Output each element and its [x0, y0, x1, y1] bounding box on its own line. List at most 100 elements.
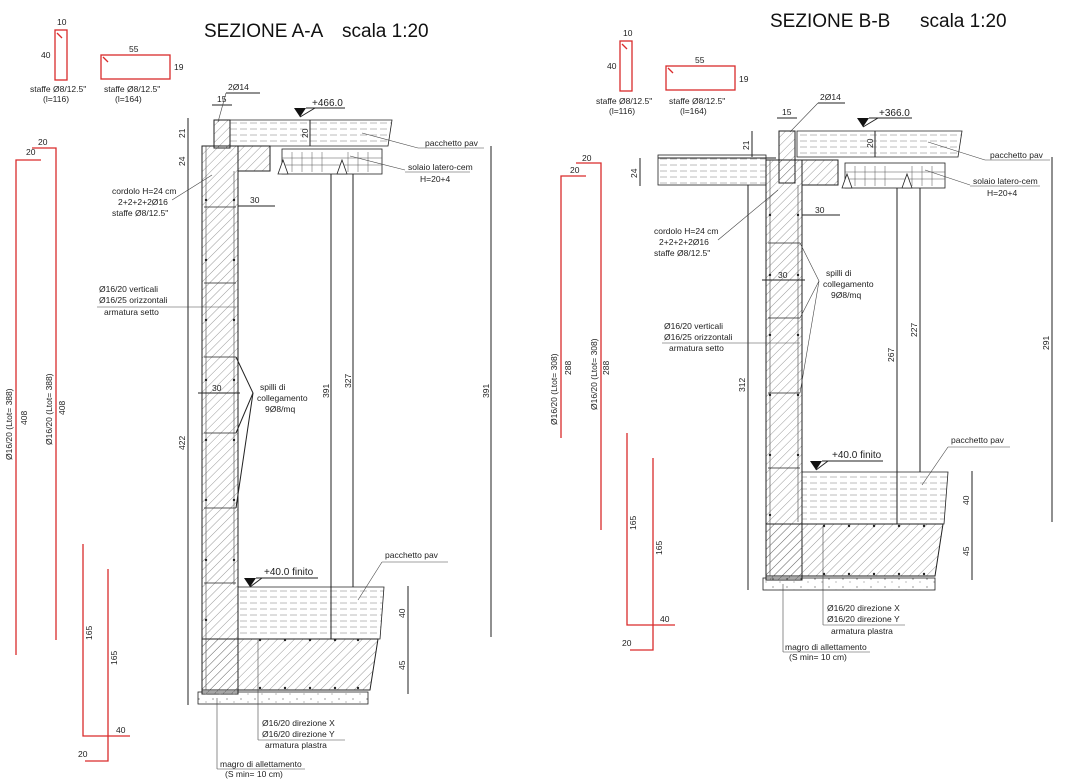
- annotation: cordolo H=24 cm: [112, 186, 177, 196]
- dim-label: 422: [177, 436, 187, 450]
- annotation: Ø16/20 direzione X: [262, 718, 335, 728]
- section-a-a: SEZIONE A-A scala 1:20 10 40 staffe Ø8/1…: [4, 17, 492, 779]
- dim-label: 55: [695, 55, 705, 65]
- dim-label: 10: [57, 17, 67, 27]
- dim-label: 227: [909, 323, 919, 337]
- annotation: H=20+4: [420, 174, 451, 184]
- annotation: magro di allettamento: [220, 759, 302, 769]
- bar-label: Ø16/20 (Ltot= 388): [4, 388, 14, 460]
- annotation: 9Ø8/mq: [265, 404, 296, 414]
- annotation: collegamento: [823, 279, 874, 289]
- annotation: 9Ø8/mq: [831, 290, 862, 300]
- level-top: +466.0: [312, 98, 343, 109]
- dim-label: 15: [782, 107, 792, 117]
- section-scale: scala 1:20: [342, 21, 429, 42]
- annotation: Ø16/25 orizzontali: [664, 332, 733, 342]
- rebar-bars: 20 20 Ø16/20 (Ltot= 388) 408 Ø16/20 (Lto…: [4, 137, 130, 762]
- dim-label: 165: [628, 516, 638, 530]
- dim-label: 20: [582, 153, 592, 163]
- section-scale: scala 1:20: [920, 11, 1007, 32]
- dim-label: 408: [57, 401, 67, 415]
- stirrup-small: 10 40 staffe Ø8/12.5" (l=116): [596, 28, 652, 116]
- dimensions: 15 2Ø14 21 24 20 30 30 312 267 227 291 4…: [629, 92, 1053, 590]
- dim-label: 391: [321, 384, 331, 398]
- annotation: Ø16/20 direzione Y: [262, 729, 335, 739]
- stirrup-label: staffe Ø8/12.5": [104, 84, 160, 94]
- dim-label: 30: [778, 270, 788, 280]
- dim-label: 55: [129, 44, 139, 54]
- dim-label: 30: [250, 195, 260, 205]
- level-bottom: +40.0 finito: [832, 450, 882, 461]
- annotation: Ø16/20 verticali: [99, 284, 158, 294]
- annotation: pacchetto pav: [385, 550, 439, 560]
- rebar-bars: 20 20 Ø16/20 (Ltot= 308) 288 Ø16/20 (Lto…: [549, 153, 675, 651]
- dim-label: 45: [397, 660, 407, 670]
- level-marker-icon: [857, 118, 869, 127]
- dim-label: 312: [737, 378, 747, 392]
- bars-label: 2Ø14: [228, 82, 249, 92]
- dim-label: 45: [961, 546, 971, 556]
- annotation: spilli di: [826, 268, 852, 278]
- dim-label: 327: [343, 374, 353, 388]
- stirrup-length: (l=116): [43, 94, 69, 104]
- annotation: spilli di: [260, 382, 286, 392]
- dim-label: 40: [397, 608, 407, 618]
- dim-label: 24: [177, 156, 187, 166]
- level-top: +366.0: [879, 108, 910, 119]
- dim-label: 19: [174, 62, 184, 72]
- dim-label: 30: [815, 205, 825, 215]
- annotations: pacchetto pav solaio latero-cem H=20+4 c…: [654, 141, 1050, 662]
- annotation: 2+2+2+2Ø16: [118, 197, 168, 207]
- dim-label: 165: [84, 626, 94, 640]
- dim-label: 20: [865, 138, 875, 148]
- annotation: (S min= 10 cm): [225, 769, 283, 779]
- stirrup-large: 55 19 staffe Ø8/12.5" (l=164): [665, 55, 749, 116]
- dimensions: 15 2Ø14 21 24 422 20 30 30 391 327 391 4…: [177, 82, 492, 705]
- annotation: armatura plastra: [265, 740, 327, 750]
- dim-label: 15: [217, 94, 227, 104]
- annotation: collegamento: [257, 393, 308, 403]
- level-marker-icon: [294, 108, 306, 117]
- dim-label: 20: [300, 128, 310, 138]
- annotation: pacchetto pav: [990, 150, 1044, 160]
- section-title: SEZIONE A-A: [204, 21, 324, 42]
- annotation: pacchetto pav: [951, 435, 1005, 445]
- section-b-b: SEZIONE B-B scala 1:20 10 40 staffe Ø8/1…: [549, 11, 1053, 662]
- dim-label: 165: [654, 541, 664, 555]
- annotation: (S min= 10 cm): [789, 652, 847, 662]
- annotation: Ø16/25 orizzontali: [99, 295, 168, 305]
- annotation: magro di allettamento: [785, 642, 867, 652]
- annotations: pacchetto pav solaio latero-cem H=20+4 c…: [97, 132, 484, 779]
- annotation: pacchetto pav: [425, 138, 479, 148]
- bar-label: Ø16/20 (Ltot= 308): [589, 338, 599, 410]
- dim-label: 40: [116, 725, 126, 735]
- bar-label: Ø16/20 (Ltot= 388): [44, 373, 54, 445]
- dim-label: 291: [1041, 336, 1051, 350]
- annotation: armatura setto: [104, 307, 159, 317]
- dim-label: 20: [38, 137, 48, 147]
- dim-label: 20: [26, 147, 36, 157]
- section-title: SEZIONE B-B: [770, 11, 890, 32]
- stirrup-length: (l=164): [680, 106, 707, 116]
- bar-label: Ø16/20 (Ltot= 308): [549, 353, 559, 425]
- stirrup-small: 10 40 staffe Ø8/12.5" (l=116): [30, 17, 86, 104]
- dim-label: 267: [886, 348, 896, 362]
- stirrup-length: (l=164): [115, 94, 142, 104]
- dim-label: 24: [629, 168, 639, 178]
- dim-label: 391: [481, 384, 491, 398]
- annotation: staffe Ø8/12.5": [654, 248, 710, 258]
- dim-label: 21: [741, 140, 751, 150]
- dim-label: 30: [212, 383, 222, 393]
- dim-label: 2Ø14: [820, 92, 841, 102]
- stirrup-label: staffe Ø8/12.5": [669, 96, 725, 106]
- dim-label: 288: [601, 361, 611, 375]
- annotation: Ø16/20 verticali: [664, 321, 723, 331]
- annotation: H=20+4: [987, 188, 1018, 198]
- annotation: staffe Ø8/12.5": [112, 208, 168, 218]
- annotation: armatura plastra: [831, 626, 893, 636]
- dim-label: 40: [607, 61, 617, 71]
- dim-label: 21: [177, 128, 187, 138]
- stirrup-length: (l=116): [609, 106, 635, 116]
- stirrup-large: 55 19 staffe Ø8/12.5" (l=164): [100, 44, 184, 104]
